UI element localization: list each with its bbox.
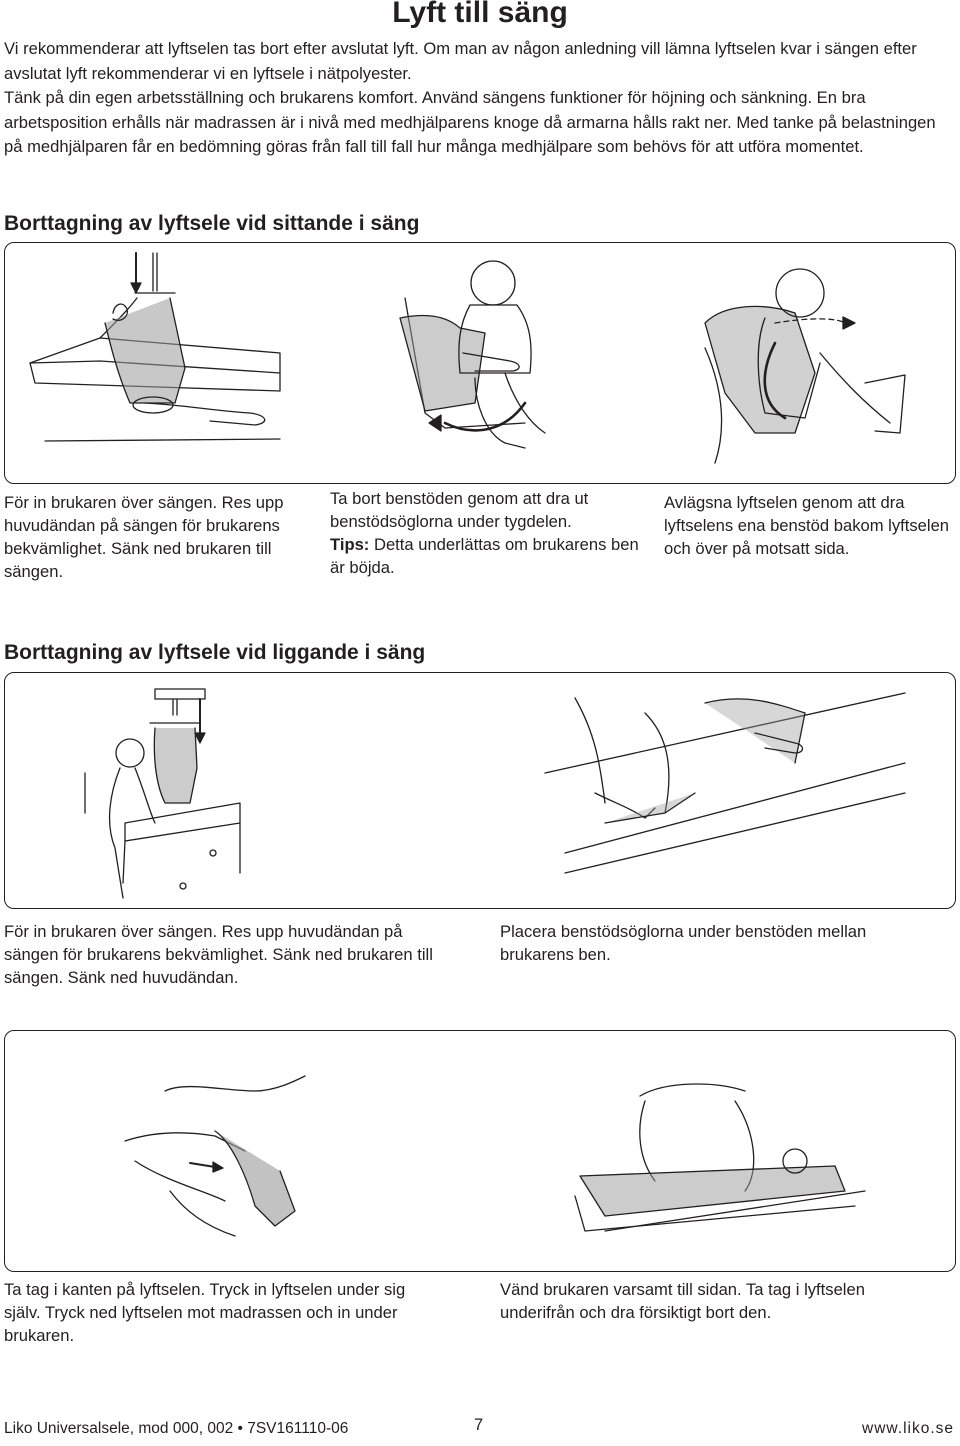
illustration-place-leg-loops [544, 692, 906, 874]
intro-paragraph-2: Tänk på din egen arbetsställning och bru… [4, 88, 936, 156]
footer-doc-info: Liko Universalsele, mod 000, 002 • 7SV16… [4, 1420, 349, 1437]
illustration-remove-leg-supports [399, 260, 546, 449]
lying-illustrations-top [84, 688, 906, 899]
illustration-lower-to-bed-lying [84, 688, 241, 899]
illustration-lower-to-bed [29, 252, 281, 442]
footer-website: www.liko.se [862, 1420, 954, 1437]
tips-label: Tips: [330, 535, 370, 554]
caption-sitting-step-1: För in brukaren över sängen. Res upp huv… [4, 493, 284, 581]
illustration-roll-and-remove [574, 1083, 866, 1232]
caption-lying-step-3: Ta tag i kanten på lyftselen. Tryck in l… [4, 1280, 406, 1345]
illustration-tuck-sling [124, 1075, 306, 1237]
caption-sitting-step-3: Avlägsna lyftselen genom att dra lyftsel… [664, 493, 950, 558]
sitting-illustrations [29, 252, 906, 464]
caption-sitting-step-2-text: Ta bort benstöden genom att dra ut benst… [330, 489, 589, 531]
illustration-panel-lying-2 [4, 1030, 956, 1272]
caption-sitting-step-2: Ta bort benstöden genom att dra ut benst… [330, 487, 640, 579]
page-title: Lyft till säng [392, 0, 568, 29]
lying-illustrations-bottom [124, 1075, 866, 1237]
illustration-panel-lying-1 [4, 672, 956, 909]
caption-lying-step-4: Vänd brukaren varsamt till sidan. Ta tag… [500, 1280, 865, 1322]
illustration-panel-sitting [4, 242, 956, 484]
section-heading-sitting: Borttagning av lyftsele vid sittande i s… [4, 212, 420, 235]
section-heading-lying: Borttagning av lyftsele vid liggande i s… [4, 641, 426, 664]
page-number: 7 [474, 1416, 484, 1434]
caption-lying-step-2: Placera benstödsöglorna under benstöden … [500, 922, 867, 964]
illustration-pull-sling-behind [704, 268, 906, 464]
intro-paragraph-1: Vi rekommenderar att lyftselen tas bort … [4, 39, 917, 83]
caption-lying-step-1: För in brukaren över sängen. Res upp huv… [4, 922, 433, 987]
caption-sitting-step-2-tips: Tips: Detta underlättas om brukarens ben… [330, 533, 640, 579]
intro-text: Vi rekommenderar att lyftselen tas bort … [4, 37, 952, 160]
tips-text: Detta underlättas om brukarens ben är bö… [330, 535, 639, 577]
